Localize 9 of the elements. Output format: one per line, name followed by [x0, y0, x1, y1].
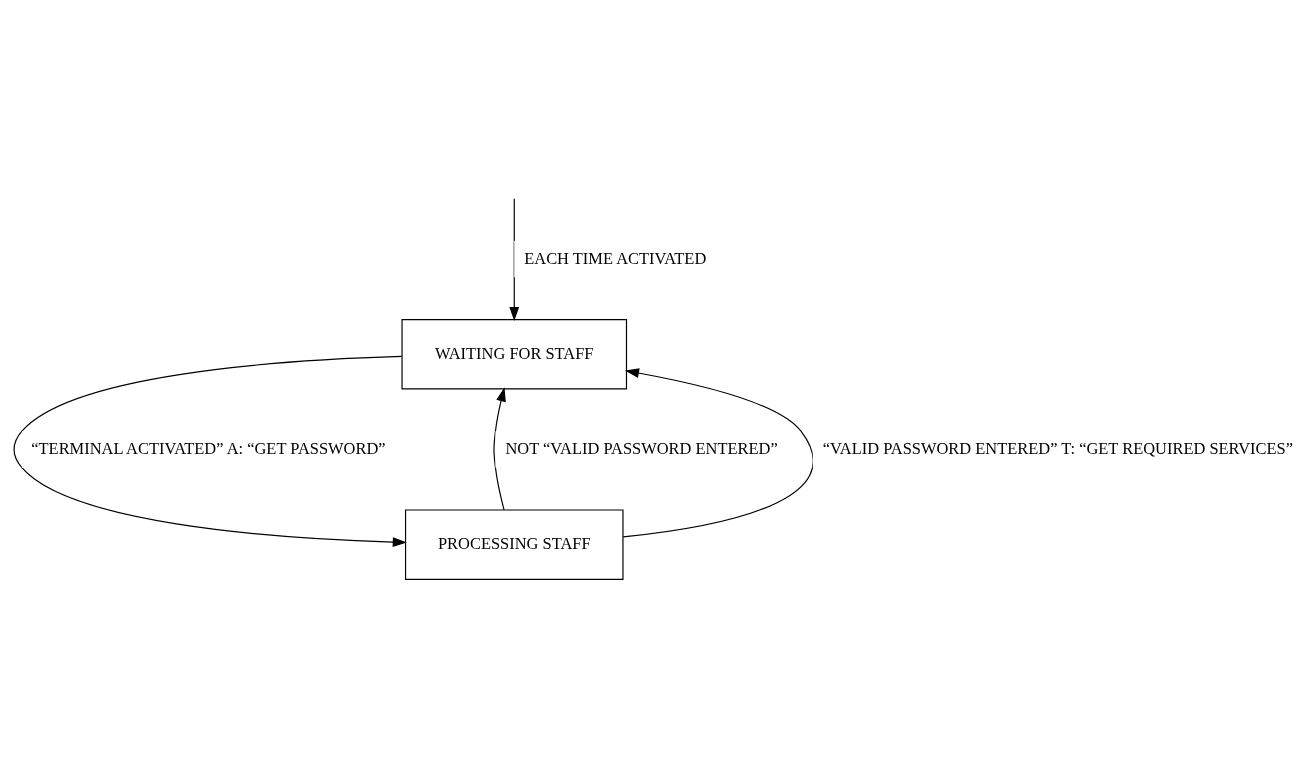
node-box: PROCESSING STAFF: [404, 508, 624, 580]
arrow: [13, 355, 407, 547]
edge-label: NOT “VALID PASSWORD ENTERED”: [505, 438, 778, 458]
arrow: [493, 386, 506, 510]
edge-label: EACH TIME ACTIVATED: [524, 248, 707, 268]
arrow: [622, 367, 814, 537]
edge-label: “VALID PASSWORD ENTERED” T: “GET REQUIRED SERVICES”: [822, 438, 1294, 458]
node-box: WAITING FOR STAFF: [401, 318, 628, 389]
edge-label: “TERMINAL ACTIVATED” A: “GET PASSWORD”: [31, 438, 386, 458]
